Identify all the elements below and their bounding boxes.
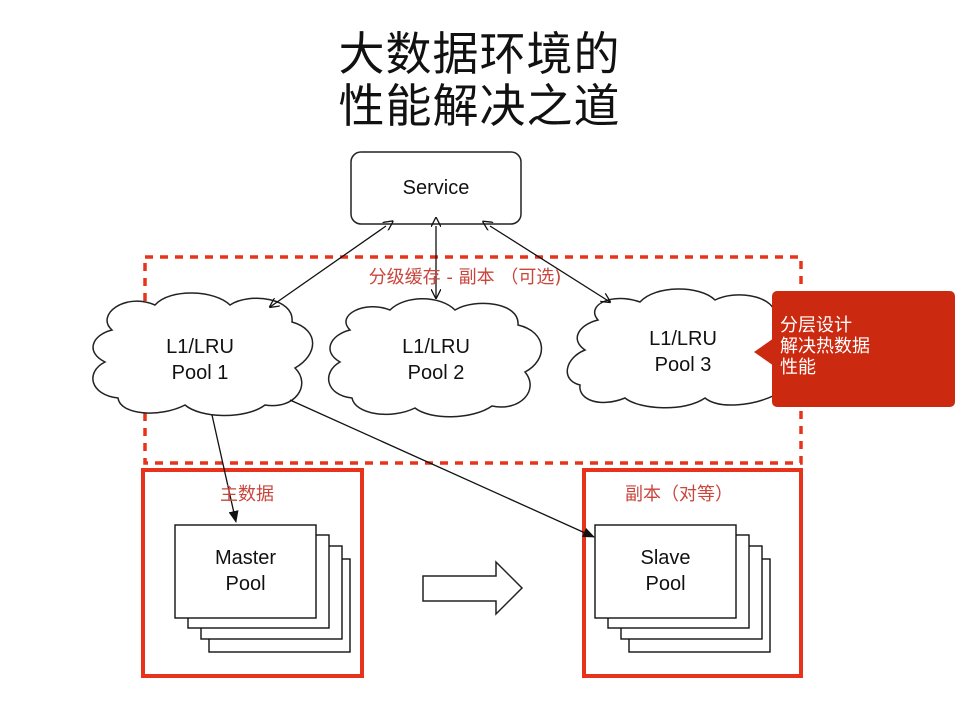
callout-line-2: 解决热数据: [780, 336, 870, 357]
slave-pool-label: Slave Pool: [595, 545, 736, 597]
slave-pool-line2: Pool: [645, 573, 686, 595]
title-line-2: 性能解决之道: [338, 79, 621, 133]
master-pool-line1: Master: [214, 547, 277, 569]
master-pool-label: Master Pool: [175, 545, 316, 597]
callout-line-1: 分层设计: [780, 315, 852, 336]
callout-box: 分层设计 解决热数据 性能: [772, 291, 955, 407]
pool-3-label: L1/LRU Pool 3: [623, 326, 743, 378]
arrow-service-pool1: [270, 226, 386, 307]
callout-line-3: 性能: [780, 357, 816, 378]
pool-2-label: L1/LRU Pool 2: [376, 334, 496, 386]
cloud-pool-2[interactable]: [327, 298, 543, 418]
cloud-pool-1[interactable]: [92, 292, 314, 417]
title-line-1: 大数据环境的: [338, 27, 621, 81]
master-group-box: [141, 468, 364, 678]
cloud-pool-3[interactable]: [566, 288, 776, 409]
replication-arrow-icon: [422, 560, 524, 616]
arrow-pool1-master: [211, 414, 239, 523]
pool-1-line2: Pool 1: [171, 362, 229, 384]
arrow-pool1-slave: [289, 399, 595, 538]
pool-3-line2: Pool 3: [654, 354, 712, 376]
cache-group-label: 分级缓存 - 副本 （可选): [368, 267, 562, 288]
callout-pointer: [754, 338, 774, 366]
pool-1-label: L1/LRU Pool 1: [140, 334, 260, 386]
pool-1-line1: L1/LRU: [166, 336, 234, 358]
master-pool-line2: Pool: [225, 573, 266, 595]
pool-3-line1: L1/LRU: [649, 328, 717, 350]
slave-group-box: [582, 468, 803, 678]
slave-pool-line1: Slave: [640, 547, 691, 569]
master-pool-stack[interactable]: [174, 524, 351, 653]
arrow-service-pool3: [490, 226, 610, 302]
service-label: Service: [402, 177, 470, 199]
pool-2-line2: Pool 2: [407, 362, 465, 384]
slave-group-label: 副本（对等）: [625, 484, 733, 505]
slave-pool-stack[interactable]: [594, 524, 771, 653]
master-group-label: 主数据: [220, 484, 274, 505]
pool-2-line1: L1/LRU: [402, 336, 470, 358]
